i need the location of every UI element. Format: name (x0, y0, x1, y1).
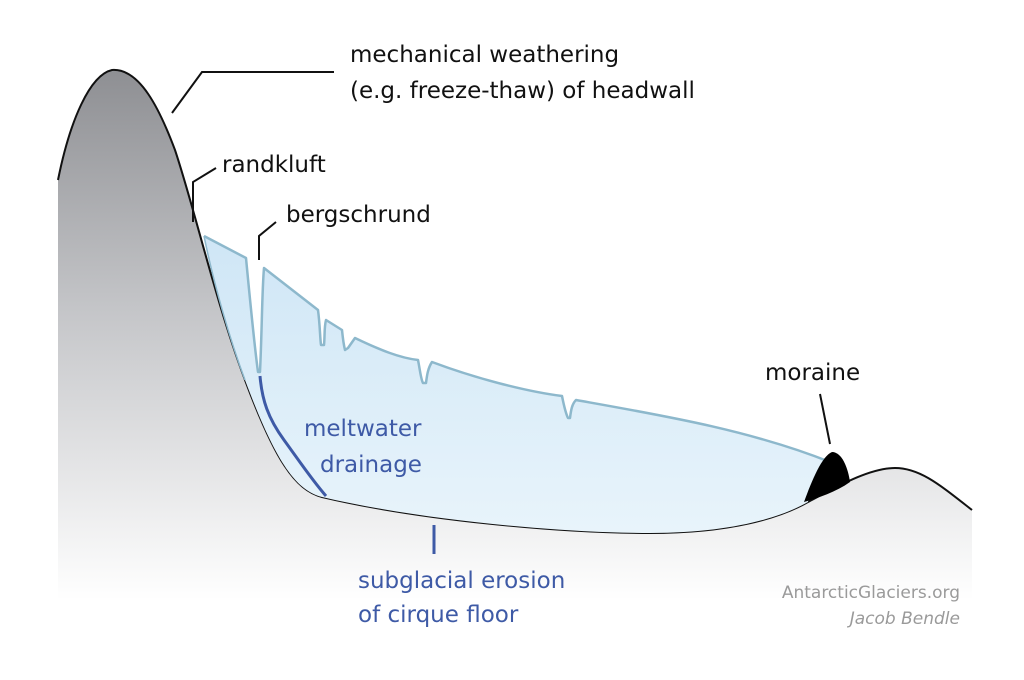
subglacial-erosion-label-line1: subglacial erosion (358, 568, 566, 594)
meltwater-label-line2: drainage (320, 452, 422, 478)
glacier-ice (204, 236, 830, 533)
headwall-weathering-label-line1: mechanical weathering (350, 42, 620, 68)
moraine-mound (804, 452, 850, 502)
meltwater-channel (258, 375, 328, 497)
site-credit: AntarcticGlaciers.org (781, 583, 960, 603)
moraine-leader (819, 393, 831, 445)
glacier-headwall-edge (203, 235, 246, 381)
meltwater-label-line1: meltwater (304, 416, 422, 442)
author-credit: Jacob Bendle (849, 609, 960, 629)
bergschrund-label: bergschrund (286, 202, 431, 228)
headwall-weathering-label-line2: (e.g. freeze-thaw) of headwall (350, 78, 695, 104)
randkluft-leader (192, 167, 217, 222)
headwall-leader (171, 71, 334, 114)
rock-terrain (58, 69, 972, 600)
moraine-label: moraine (765, 360, 861, 386)
bergschrund-leader (258, 221, 277, 260)
randkluft-label: randkluft (222, 152, 326, 178)
subglacial-erosion-label-line2: of cirque floor (358, 602, 519, 628)
glacier-surface-outline (203, 234, 831, 464)
